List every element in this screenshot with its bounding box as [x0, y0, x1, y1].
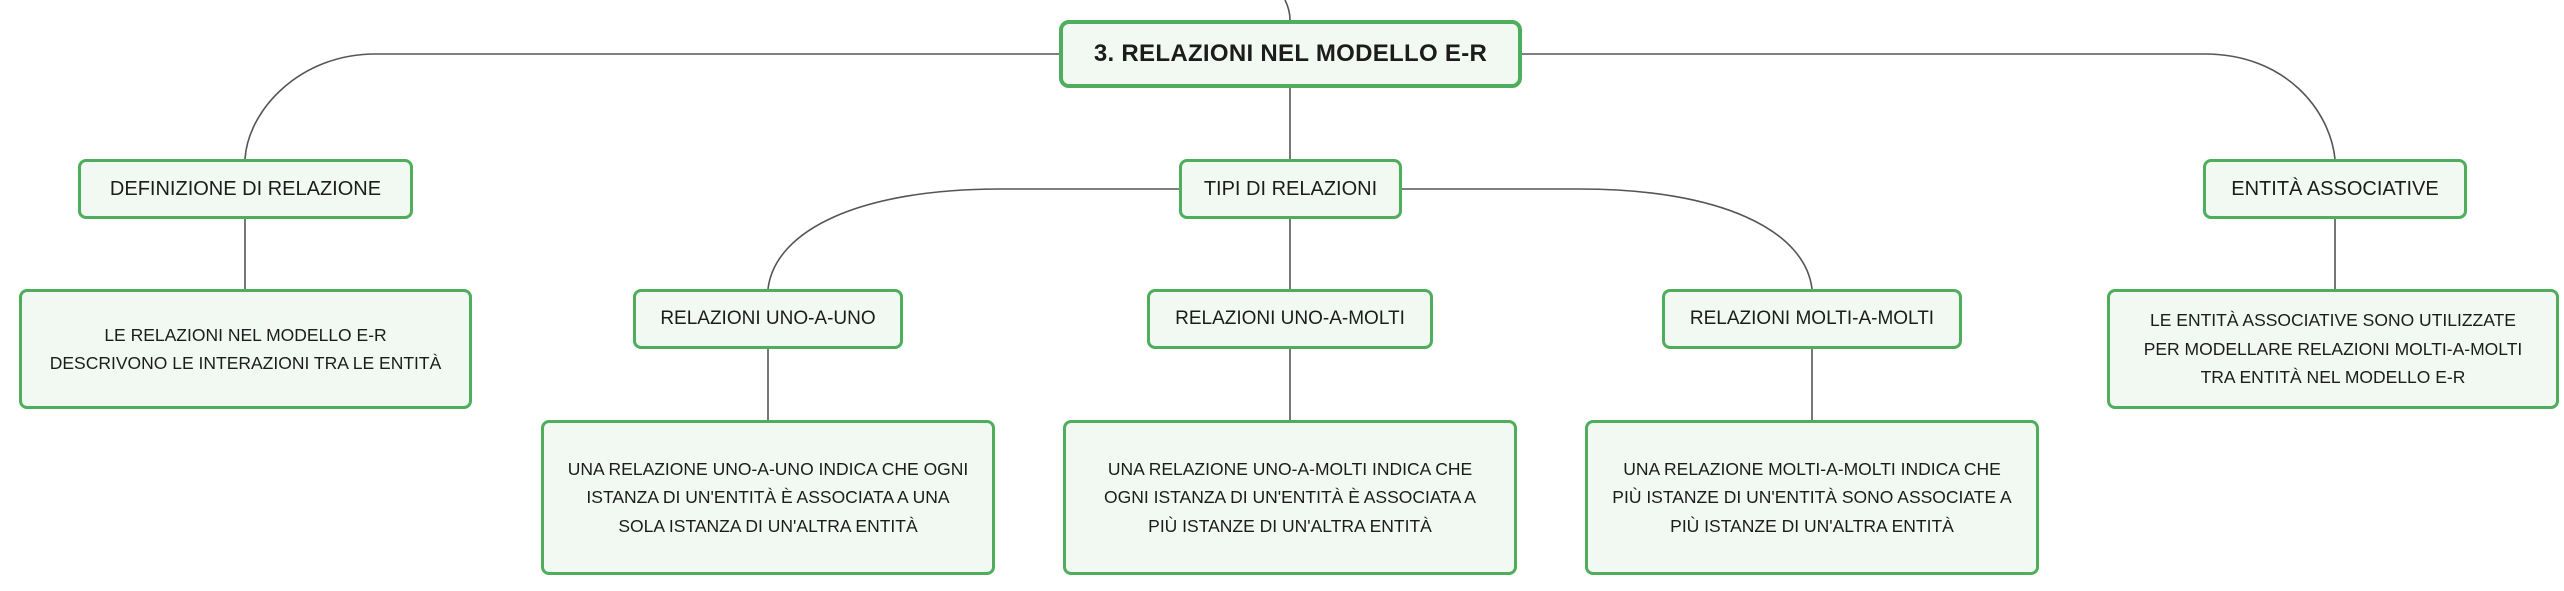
connector-parent-stub — [1284, 0, 1291, 21]
root-topic[interactable]: 3. RELAZIONI NEL MODELLO E-R — [1059, 20, 1522, 88]
topic-tipi-di-relazioni[interactable]: TIPI DI RELAZIONI — [1179, 159, 1402, 219]
connector-root-definizione — [244, 53, 1059, 160]
description-definizione-di-relazione[interactable]: LE RELAZIONI NEL MODELLO E-R DESCRIVONO … — [19, 289, 472, 409]
description-entita-associative[interactable]: LE ENTITÀ ASSOCIATIVE SONO UTILIZZATE PE… — [2107, 289, 2559, 409]
topic-entita-associative[interactable]: ENTITÀ ASSOCIATIVE — [2203, 159, 2467, 219]
description-relazioni-uno-a-uno[interactable]: UNA RELAZIONE UNO-A-UNO INDICA CHE OGNI … — [541, 420, 995, 575]
topic-definizione-di-relazione[interactable]: DEFINIZIONE DI RELAZIONE — [78, 159, 413, 219]
connector-tipi-moltiamolti — [1402, 188, 1813, 290]
connector-tipi-unoauno — [767, 188, 1179, 290]
subtopic-relazioni-molti-a-molti[interactable]: RELAZIONI MOLTI-A-MOLTI — [1662, 289, 1962, 349]
connector-root-associative — [1522, 53, 2336, 160]
subtopic-relazioni-uno-a-molti[interactable]: RELAZIONI UNO-A-MOLTI — [1147, 289, 1433, 349]
description-relazioni-uno-a-molti[interactable]: UNA RELAZIONE UNO-A-MOLTI INDICA CHE OGN… — [1063, 420, 1517, 575]
subtopic-relazioni-uno-a-uno[interactable]: RELAZIONI UNO-A-UNO — [633, 289, 903, 349]
description-relazioni-molti-a-molti[interactable]: UNA RELAZIONE MOLTI-A-MOLTI INDICA CHE P… — [1585, 420, 2039, 575]
